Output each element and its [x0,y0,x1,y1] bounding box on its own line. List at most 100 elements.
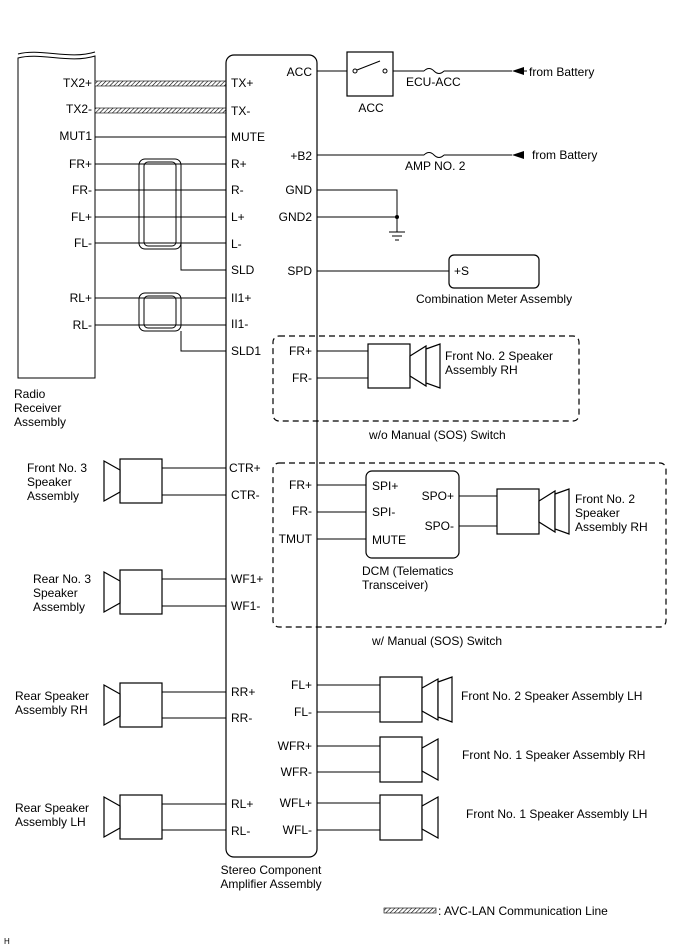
amp-pin-gnd: GND [285,183,312,197]
amp-pin-wf1plus: WF1+ [231,572,263,586]
amp-pin-frminus-b: FR- [292,504,312,518]
amp-pin-wf1minus: WF1- [231,599,260,613]
w-manual-sos-label: w/ Manual (SOS) Switch [371,634,502,648]
amp-pin-wflminus: WFL- [283,823,312,837]
dcm-pin-spominus: SPO- [425,519,454,533]
radio-label-line3: Assembly [14,415,66,429]
speaker-rear-no3: Rear No. 3 Speaker Assembly [33,569,226,615]
radio-pin-rlminus: RL- [73,318,92,332]
speaker-front-no3: Front No. 3 Speaker Assembly [27,458,226,504]
amp-pin-frplus-b: FR+ [289,478,312,492]
radio-pin-frminus: FR- [72,183,92,197]
speaker-front-no1-rh-label: Front No. 1 Speaker Assembly RH [462,748,645,762]
amp-pin-rrplus: RR+ [231,685,255,699]
speaker-front-no2-rh-a-line1: Front No. 2 Speaker [445,349,553,363]
wo-manual-sos-label: w/o Manual (SOS) Switch [368,428,506,442]
dcm-box [365,470,460,559]
avc-lan-line-tx-minus [94,107,227,114]
speaker-front-no2-rh-a-icon [367,343,441,389]
speaker-front-no2-lh: Front No. 2 Speaker Assembly LH [317,676,642,723]
amp-pin-lplus: L+ [231,210,245,224]
amp-pin-wfrminus: WFR- [281,765,312,779]
amp-pin-wflplus: WFL+ [280,796,312,810]
amp-pin-tmut: TMUT [279,532,313,546]
dcm-pin-spiminus: SPI- [372,505,395,519]
radio-pin-flminus: FL- [74,236,92,250]
acc-power-circuit: ACC ECU-ACC from Battery [317,51,594,115]
acc-relay [346,51,394,97]
amp-pin-rrminus: RR- [231,711,252,725]
dcm-pin-spiplus: SPI+ [372,479,398,493]
speaker-rear-no3-line2: Speaker [33,586,78,600]
amp-pin-txminus: TX- [231,104,250,118]
amp-pin-ii1minus: II1- [231,317,248,331]
speaker-rear-rh-line2: Assembly RH [15,703,88,717]
amp-pin-frplus-a: FR+ [289,344,312,358]
meter-pin-s: +S [454,264,469,278]
radio-receiver-assembly: TX2+ TX2- MUT1 FR+ FR- FL+ FL- RL+ RL- R… [14,51,96,429]
legend-text: : AVC-LAN Communication Line [438,904,608,918]
amp-pin-b2: +B2 [290,149,312,163]
amp-pin-spd: SPD [287,264,312,278]
dcm-pin-spoplus: SPO+ [422,489,454,503]
speaker-front-no2-rh-b-line3: Assembly RH [575,520,648,534]
b2-power-circuit: AMP NO. 2 from Battery [317,148,597,173]
speaker-rear-no3-line3: Assembly [33,600,85,614]
amp-pin-rplus: R+ [231,157,247,171]
speaker-front-no2-rh-b-icon [496,488,570,535]
corner-mark: H [4,937,10,946]
amp-pin-frminus-a: FR- [292,371,312,385]
meter-label: Combination Meter Assembly [416,292,572,306]
speaker-front-no3-line1: Front No. 3 [27,461,87,475]
amp-pin-mute: MUTE [231,130,265,144]
ground-symbol [317,189,405,241]
amp-pin-sld1: SLD1 [231,344,261,358]
fuse-ecu-acc-label: ECU-ACC [406,75,461,89]
speed-signal-circuit: +S Combination Meter Assembly [317,254,572,306]
speaker-front-no2-rh-b-line1: Front No. 2 [575,492,635,506]
dcm-label-line2: Transceiver) [362,578,428,592]
amp-pin-flplus: FL+ [291,678,312,692]
fuse-ecu-acc [423,68,445,74]
speaker-rear-lh-line2: Assembly LH [15,815,86,829]
radio-pin-tx2minus: TX2- [66,102,92,116]
speaker-front-no1-lh: Front No. 1 Speaker Assembly LH [317,794,647,841]
speaker-front-no2-rh-a-line2: Assembly RH [445,363,518,377]
wo-manual-sos-group: Front No. 2 Speaker Assembly RH w/o Manu… [272,335,580,442]
speaker-front-no3-line2: Speaker [27,475,72,489]
speaker-rear-rh-line1: Rear Speaker [15,689,89,703]
speaker-rear-rh: Rear Speaker Assembly RH [15,682,226,728]
dcm-label-line1: DCM (Telematics [362,564,453,578]
combination-meter [448,254,540,289]
battery-mid-label: from Battery [532,148,597,162]
speaker-front-no2-lh-label: Front No. 2 Speaker Assembly LH [461,689,642,703]
amp-label-line2: Amplifier Assembly [220,877,321,891]
amp-pin-wfrplus: WFR+ [278,739,312,753]
radio-pin-frplus: FR+ [69,157,92,171]
radio-label-line2: Receiver [14,401,61,415]
fuse-amp-no2 [423,152,445,158]
radio-pin-rlplus: RL+ [70,291,92,305]
amp-pin-ctrminus: CTR- [231,488,260,502]
fuse-amp-no2-label: AMP NO. 2 [405,159,466,173]
amp-label-line1: Stereo Component [221,863,322,877]
amp-pin-flminus: FL- [294,705,312,719]
amp-pin-rminus: R- [231,183,244,197]
dcm-pin-mute: MUTE [372,533,406,547]
amp-pin-rlplus: RL+ [231,797,253,811]
amp-pin-ii1plus: II1+ [231,291,251,305]
speaker-front-no1-rh: Front No. 1 Speaker Assembly RH [317,736,645,783]
w-manual-sos-group: SPI+ SPI- MUTE SPO+ SPO- Front No. 2 Spe… [272,462,667,648]
amp-pin-rlminus: RL- [231,824,250,838]
amp-pin-sld: SLD [231,263,255,277]
amp-pin-txplus: TX+ [231,76,253,90]
speaker-front-no2-rh-b-line2: Speaker [575,506,620,520]
stereo-component-amplifier: TX+ TX- MUTE R+ R- L+ L- SLD II1+ II1- S… [220,54,322,891]
speaker-rear-lh-line1: Rear Speaker [15,801,89,815]
battery-arrow-top [512,67,524,75]
avc-lan-line-tx [94,80,227,87]
avc-lan-legend-swatch [383,907,437,914]
speaker-front-no3-line3: Assembly [27,489,79,503]
radio-pin-flplus: FL+ [71,210,92,224]
acc-relay-label: ACC [358,101,384,115]
